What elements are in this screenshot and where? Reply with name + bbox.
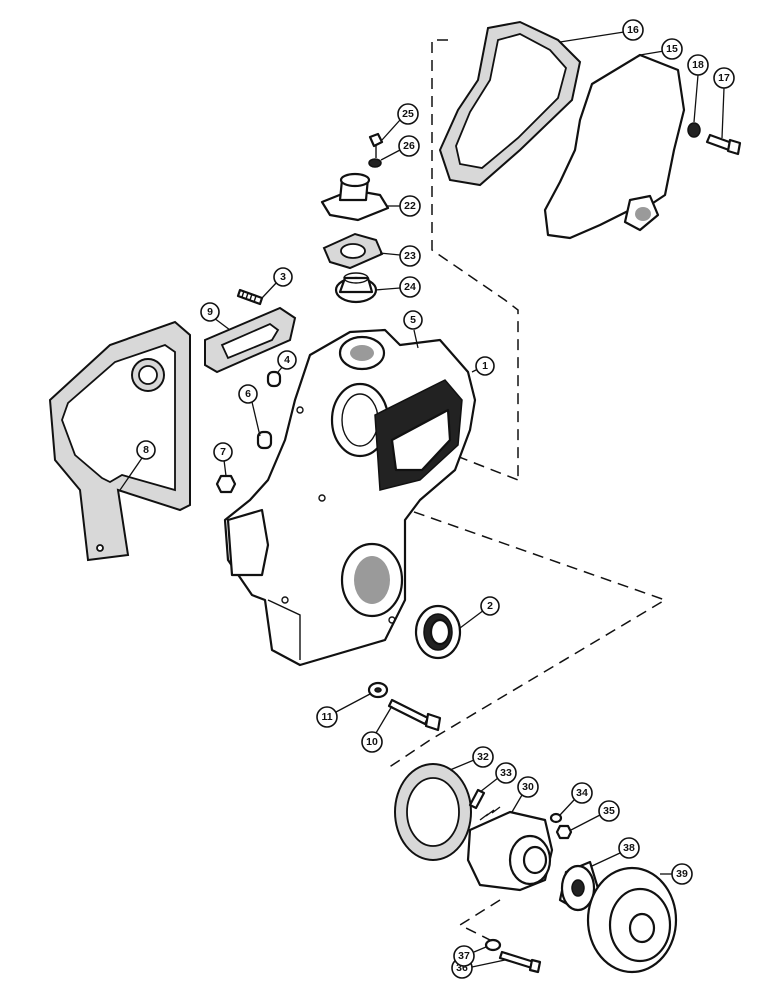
part-2-oil-seal xyxy=(414,604,462,660)
callout-11: 11 xyxy=(316,693,371,728)
part-33-stud xyxy=(468,788,486,810)
part-6-dowel xyxy=(256,430,273,450)
part-24-thermostat xyxy=(334,272,378,304)
callout-33: 33 xyxy=(479,762,517,793)
callout-5: 5 xyxy=(403,310,423,349)
svg-text:4: 4 xyxy=(284,354,290,366)
svg-text:3: 3 xyxy=(280,271,286,283)
callout-10: 10 xyxy=(361,705,393,753)
callout-35: 35 xyxy=(570,800,620,831)
svg-text:15: 15 xyxy=(666,43,678,55)
callout-18: 18 xyxy=(687,54,709,123)
svg-text:30: 30 xyxy=(522,781,534,793)
svg-text:18: 18 xyxy=(692,59,704,71)
callout-9: 9 xyxy=(200,302,231,331)
svg-text:38: 38 xyxy=(623,842,635,854)
svg-text:16: 16 xyxy=(627,24,639,36)
callout-38: 38 xyxy=(591,837,640,867)
svg-text:34: 34 xyxy=(576,787,588,799)
callout-7: 7 xyxy=(213,442,233,477)
part-1-timing-cover xyxy=(223,328,477,667)
svg-text:23: 23 xyxy=(404,250,416,262)
svg-text:32: 32 xyxy=(477,751,489,763)
svg-text:25: 25 xyxy=(402,108,414,120)
part-8-timing-cover-gasket xyxy=(48,320,191,562)
svg-text:26: 26 xyxy=(403,140,415,152)
part-36-bolt xyxy=(498,950,542,974)
svg-text:36: 36 xyxy=(456,962,468,974)
callout-6: 6 xyxy=(238,384,261,437)
svg-text:24: 24 xyxy=(404,281,416,293)
part-34-washer xyxy=(549,812,563,824)
svg-text:8: 8 xyxy=(143,444,149,456)
svg-text:9: 9 xyxy=(207,306,213,318)
part-7-nut xyxy=(215,474,237,494)
part-35-nut xyxy=(555,824,573,840)
callout-3: 3 xyxy=(261,267,293,299)
callout-8: 8 xyxy=(119,440,156,491)
part-32-pump-gasket xyxy=(394,763,472,861)
part-15-water-pump-body xyxy=(543,53,686,240)
callout-4: 4 xyxy=(277,350,297,373)
callout-32: 32 xyxy=(449,746,494,771)
part-25-bolt xyxy=(368,132,384,158)
part-10-bolt xyxy=(387,698,442,732)
svg-text:22: 22 xyxy=(404,200,416,212)
callout-17: 17 xyxy=(713,67,735,139)
callout-16: 16 xyxy=(559,19,644,43)
part-26-washer xyxy=(368,158,382,168)
svg-text:6: 6 xyxy=(245,388,251,400)
svg-text:35: 35 xyxy=(603,805,615,817)
svg-text:1: 1 xyxy=(482,360,488,372)
callout-15: 15 xyxy=(639,38,683,60)
svg-text:11: 11 xyxy=(321,711,332,723)
callout-26: 26 xyxy=(380,135,420,161)
part-30-water-pump xyxy=(466,806,554,892)
callout-22: 22 xyxy=(386,195,421,217)
callout-24: 24 xyxy=(374,276,421,298)
callout-34: 34 xyxy=(559,782,593,816)
part-17-bolt xyxy=(705,133,742,156)
svg-text:7: 7 xyxy=(220,446,226,458)
svg-text:5: 5 xyxy=(410,314,416,326)
part-37-washer xyxy=(484,938,502,952)
callout-1: 1 xyxy=(471,356,495,376)
part-23-housing-gasket xyxy=(322,232,384,270)
part-9-plate-gasket xyxy=(204,306,297,374)
part-11-washer xyxy=(367,681,389,699)
svg-text:17: 17 xyxy=(718,72,730,84)
part-38-pulley-hub xyxy=(558,860,602,912)
svg-text:10: 10 xyxy=(366,736,378,748)
callout-25: 25 xyxy=(381,103,419,141)
part-3-stud xyxy=(236,288,264,306)
part-16-pump-gasket xyxy=(438,20,582,187)
part-4-dowel xyxy=(266,370,282,388)
svg-text:39: 39 xyxy=(676,868,688,880)
svg-text:37: 37 xyxy=(458,950,470,962)
callout-30: 30 xyxy=(511,776,539,813)
part-22-outlet-housing xyxy=(320,172,390,222)
callout-2: 2 xyxy=(459,596,500,629)
svg-text:33: 33 xyxy=(500,767,512,779)
part-39-fan-pulley xyxy=(586,866,678,974)
callout-37: 37 xyxy=(453,945,487,967)
callout-23: 23 xyxy=(379,245,421,267)
svg-text:2: 2 xyxy=(487,600,493,612)
part-18-washer xyxy=(687,122,701,138)
callout-39: 39 xyxy=(660,863,693,885)
